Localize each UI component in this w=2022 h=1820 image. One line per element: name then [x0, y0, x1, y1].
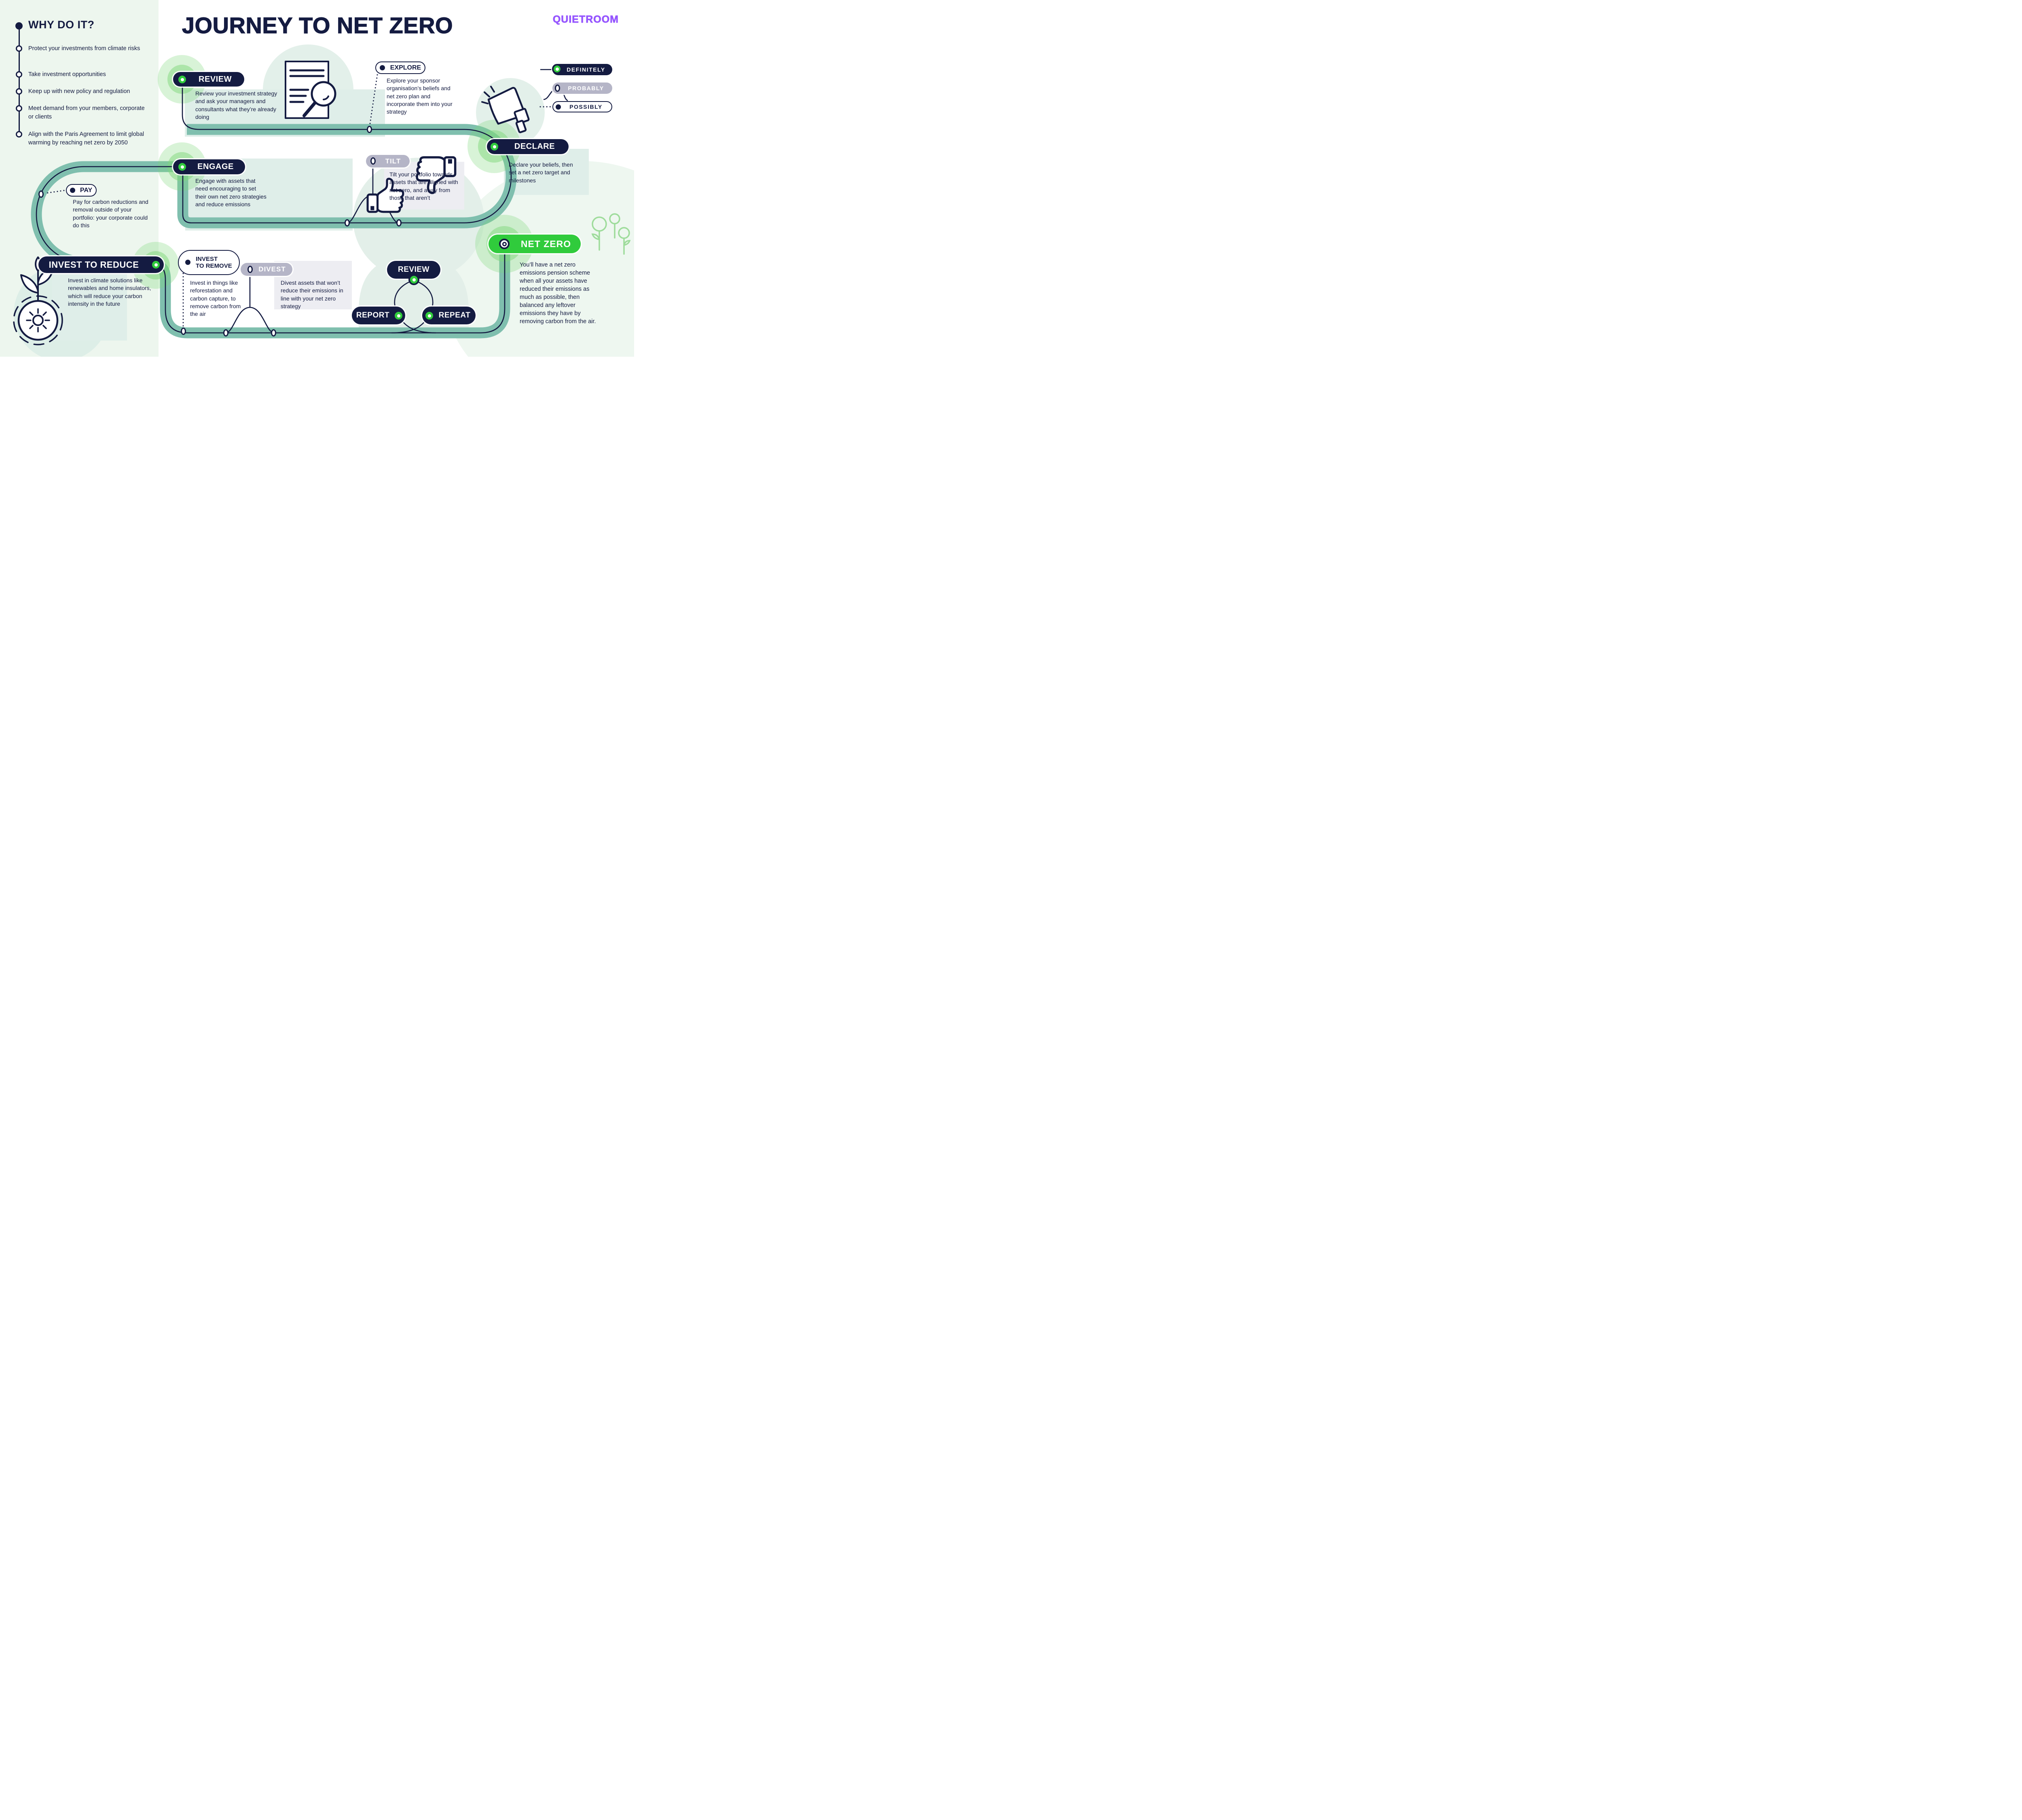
- why-item: Align with the Paris Agreement to limit …: [28, 131, 144, 146]
- cycle-report-label: REPORT: [356, 311, 390, 320]
- why-ring: [16, 71, 22, 78]
- legend-definitely-node: [552, 64, 562, 74]
- pay-dotted-line: [44, 190, 65, 194]
- station-net-zero-label: NET ZERO: [520, 238, 571, 249]
- station-declare-desc: Declare your beliefs, then set a net zer…: [509, 161, 573, 184]
- station-tilt-desc: Tilt your portfolio towards assets that …: [389, 171, 458, 201]
- legend-probably-pill: PROBABLY: [552, 83, 612, 94]
- document-magnifier-icon: [285, 61, 336, 119]
- why-item: Protect your investments from climate ri…: [28, 45, 140, 52]
- tilt-junction-node-right: [396, 219, 402, 226]
- station-engage-desc: Engage with assets that need encouraging…: [195, 178, 266, 207]
- station-tilt-label: TILT: [385, 157, 401, 165]
- divest-branch-line: [225, 277, 275, 334]
- why-item: Meet demand from your members, corporate…: [28, 105, 145, 120]
- brand-logo: QUIETROOM: [552, 14, 619, 25]
- divest-junction-node-right: [271, 329, 276, 336]
- station-invest-remove-desc: Invest in things like reforestation and …: [190, 279, 241, 317]
- invest-panel: [52, 270, 127, 341]
- legend-definitely-pill: DEFINITELY: [552, 64, 612, 75]
- infographic-canvas: JOURNEY TO NET ZERO QUIETROOM WHY DO IT?…: [0, 0, 634, 357]
- cycle-report-node: [393, 310, 404, 321]
- station-divest-label: DIVEST: [258, 265, 286, 273]
- station-declare-pill: DECLARE: [487, 139, 569, 154]
- station-tilt-pill: TILT: [366, 155, 410, 167]
- station-invest-reduce-pill: INVEST TO REDUCE: [38, 256, 164, 273]
- station-net-zero-desc: You’ll have a net zero emissions pension…: [520, 262, 596, 325]
- why-heading: WHY DO IT?: [28, 19, 95, 31]
- declare-panel: [504, 149, 589, 195]
- page-title: JOURNEY TO NET ZERO: [182, 12, 453, 38]
- legend-possibly-dot: [556, 104, 561, 110]
- station-explore-desc: Explore your sponsor organisation’s beli…: [387, 77, 453, 115]
- cycle-review-node: [408, 274, 419, 285]
- station-invest-reduce-node: [150, 259, 161, 270]
- explore-dotted-line: [369, 74, 378, 127]
- station-divest-desc: Divest assets that won’t reduce their em…: [281, 279, 343, 309]
- why-ring: [16, 45, 22, 52]
- station-declare-node: [489, 141, 500, 152]
- why-ring: [16, 105, 22, 112]
- legend-possibly-label: POSSIBLY: [569, 104, 603, 110]
- why-connector-line: [19, 26, 20, 134]
- legend-possibly-pill: POSSIBLY: [552, 101, 612, 112]
- station-invest-reduce-desc: Invest in climate solutions like renewab…: [68, 277, 151, 307]
- station-pay-desc: Pay for carbon reductions and removal ou…: [73, 199, 148, 229]
- legend-probably-label: PROBABLY: [568, 85, 604, 91]
- station-divest-node: [247, 266, 253, 273]
- legend-probably-node: [555, 85, 560, 92]
- station-invest-reduce-label: INVEST TO REDUCE: [49, 259, 139, 270]
- station-tilt-node: [370, 157, 376, 165]
- why-ring: [16, 88, 22, 95]
- why-item: Keep up with new policy and regulation: [28, 88, 130, 95]
- station-review-node: [177, 74, 188, 85]
- why-item: Take investment opportunities: [28, 71, 106, 78]
- cycle-loop-line: [391, 279, 436, 334]
- station-engage-label: ENGAGE: [197, 162, 234, 171]
- invest-remove-junction-node: [181, 328, 186, 335]
- cycle-repeat-label: REPEAT: [438, 311, 471, 320]
- station-engage-node: [177, 161, 188, 172]
- station-explore-dot: [380, 65, 385, 70]
- station-review-label: REVIEW: [199, 74, 232, 84]
- station-net-zero-node: [499, 239, 510, 249]
- cycle-repeat-node: [424, 310, 435, 321]
- sprout-balloons-icon: [591, 213, 631, 255]
- station-review-desc: Review your investment strategy and ask …: [195, 90, 277, 120]
- journey-line: [36, 83, 512, 334]
- station-invest-remove-dot: [185, 260, 190, 265]
- station-explore-label: EXPLORE: [390, 64, 421, 71]
- station-pay-label: PAY: [80, 186, 93, 194]
- thumbs-down-icon: [416, 156, 457, 194]
- megaphone-icon: [481, 86, 530, 133]
- divest-junction-node-left: [223, 329, 228, 336]
- tilt-junction-node-left: [345, 219, 350, 226]
- pay-junction-node: [38, 190, 44, 198]
- thumbs-up-icon: [366, 178, 404, 213]
- station-pay-dot: [70, 188, 75, 193]
- cycle-review-label: REVIEW: [398, 265, 429, 274]
- explore-junction-node: [367, 126, 372, 133]
- why-ring: [16, 131, 22, 138]
- legend-definitely-label: DEFINITELY: [567, 66, 605, 73]
- station-declare-label: DECLARE: [514, 142, 555, 151]
